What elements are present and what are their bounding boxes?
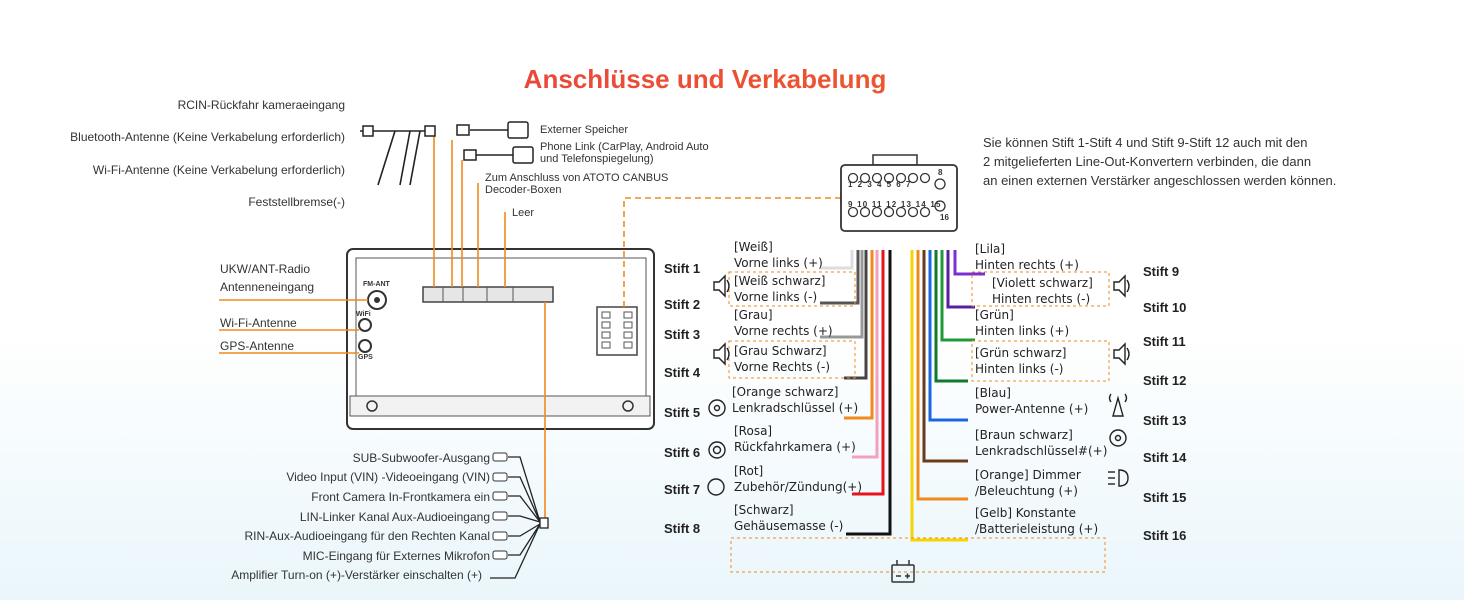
pin-label-3: Stift 3	[664, 327, 701, 342]
note-line-2: 2 mitgelieferten Line-Out-Konvertern ver…	[983, 154, 1312, 169]
connector-number-16: 16	[940, 213, 949, 222]
pin-label-8: Stift 8	[664, 521, 701, 536]
battery-icon	[891, 560, 915, 583]
page-title: Anschlüsse und Verkabelung	[0, 64, 1410, 95]
pin-label-2: Stift 2	[664, 297, 701, 312]
label-canbus-2: Decoder-Boxen	[485, 184, 562, 196]
pin-label-13: Stift 13	[1143, 413, 1187, 428]
label-wifi-antenna: Wi-Fi-Antenne	[220, 316, 297, 330]
wire-label-13: [Blau]Power-Antenne (+)	[975, 386, 1089, 416]
label-rcin: RCIN-Rückfahr kameraeingang	[177, 98, 345, 112]
label-rca-amp: Amplifier Turn-on (+)-Verstärker einscha…	[231, 568, 482, 582]
wire-label-8: [Schwarz]Gehäusemasse (-)	[734, 503, 844, 533]
wire-label-16: [Gelb] Konstante/Batterieleistung (+)	[975, 506, 1099, 536]
pin-label-9: Stift 9	[1143, 264, 1180, 279]
wire-label-7: [Rot]Zubehör/Zündung(+)	[734, 464, 863, 494]
label-rca-lin: LIN-Linker Kanal Aux-Audioeingang	[299, 510, 490, 524]
pin-label-14: Stift 14	[1143, 450, 1187, 465]
connector-numbers-top: 1234567	[848, 180, 916, 189]
label-ukw-1: UKW/ANT-Radio	[220, 262, 311, 276]
label-ukw-2: Antenneneingang	[220, 280, 315, 294]
wire-label-14: [Braun schwarz]Lenkradschlüssel#(+)	[975, 428, 1108, 458]
label-rca-sub: SUB-Subwoofer-Ausgang	[352, 451, 490, 465]
label-wifi-antenna-top: Wi-Fi-Antenne (Keine Verkabelung erforde…	[92, 163, 345, 177]
pin-label-16: Stift 16	[1143, 528, 1187, 543]
label-rca-video: Video Input (VIN) -Videoeingang (VIN)	[286, 470, 490, 484]
label-rca-front-cam: Front Camera In-Frontkamera ein	[311, 490, 490, 504]
device-label-wifi: WiFi	[356, 311, 371, 318]
pin-label-15: Stift 15	[1143, 490, 1187, 505]
wire-label-11: [Grün]Hinten links (+)	[975, 308, 1070, 338]
pin-label-12: Stift 12	[1143, 373, 1187, 388]
label-rca-mic: MIC-Eingang für Externes Mikrofon	[302, 549, 490, 563]
label-external-storage: Externer Speicher	[540, 124, 629, 136]
pin-label-11: Stift 11	[1143, 334, 1186, 349]
pin-label-10: Stift 10	[1143, 300, 1187, 315]
label-parking-brake: Feststellbremse(-)	[248, 195, 345, 209]
label-rca-rin: RIN-Aux-Audioeingang für den Rechten Kan…	[244, 529, 490, 543]
connector-numbers-bottom: 9 10 11 12 13 14 15	[848, 200, 942, 209]
label-empty: Leer	[512, 207, 535, 219]
wire-label-12: [Grün schwarz]Hinten links (-)	[975, 346, 1067, 376]
wire-label-10: [Violett schwarz]Hinten rechts (-)	[992, 276, 1093, 306]
pin-label-7: Stift 7	[664, 482, 701, 497]
label-canbus-1: Zum Anschluss von ATOTO CANBUS	[485, 172, 669, 184]
note-line-3: an einen externen Verstärker angeschloss…	[983, 173, 1337, 188]
wire-label-2: [Weiß schwarz]Vorne links (-)	[734, 274, 826, 304]
device-label-gps: GPS	[358, 354, 373, 361]
wire-label-15: [Orange] Dimmer/Beleuchtung (+)	[975, 468, 1081, 498]
label-bluetooth: Bluetooth-Antenne (Keine Verkabelung erf…	[70, 130, 345, 144]
wire-label-3: [Grau]Vorne rechts (+)	[734, 308, 833, 338]
label-phone-link-2: und Telefonspiegelung)	[540, 153, 654, 165]
wire-label-1: [Weiß]Vorne links (+)	[734, 240, 823, 270]
connector-number-8: 8	[938, 168, 943, 177]
pin-label-6: Stift 6	[664, 445, 701, 460]
wire-label-9: [Lila]Hinten rechts (+)	[975, 242, 1079, 272]
pin-label-1: Stift 1	[664, 261, 701, 276]
label-phone-link-1: Phone Link (CarPlay, Android Auto	[540, 141, 709, 153]
note-line-1: Sie können Stift 1-Stift 4 und Stift 9-S…	[983, 135, 1308, 150]
wire-label-5: [Orange schwarz]Lenkradschlüssel (+)	[732, 385, 859, 415]
pin-label-4: Stift 4	[664, 365, 701, 380]
wire-label-6: [Rosa]Rückfahrkamera (+)	[734, 424, 856, 454]
wire-label-4: [Grau Schwarz]Vorne Rechts (-)	[734, 344, 830, 374]
pin-label-5: Stift 5	[664, 405, 701, 420]
label-gps-antenna: GPS-Antenne	[220, 339, 295, 353]
device-label-fm: FM-ANT	[363, 281, 390, 288]
